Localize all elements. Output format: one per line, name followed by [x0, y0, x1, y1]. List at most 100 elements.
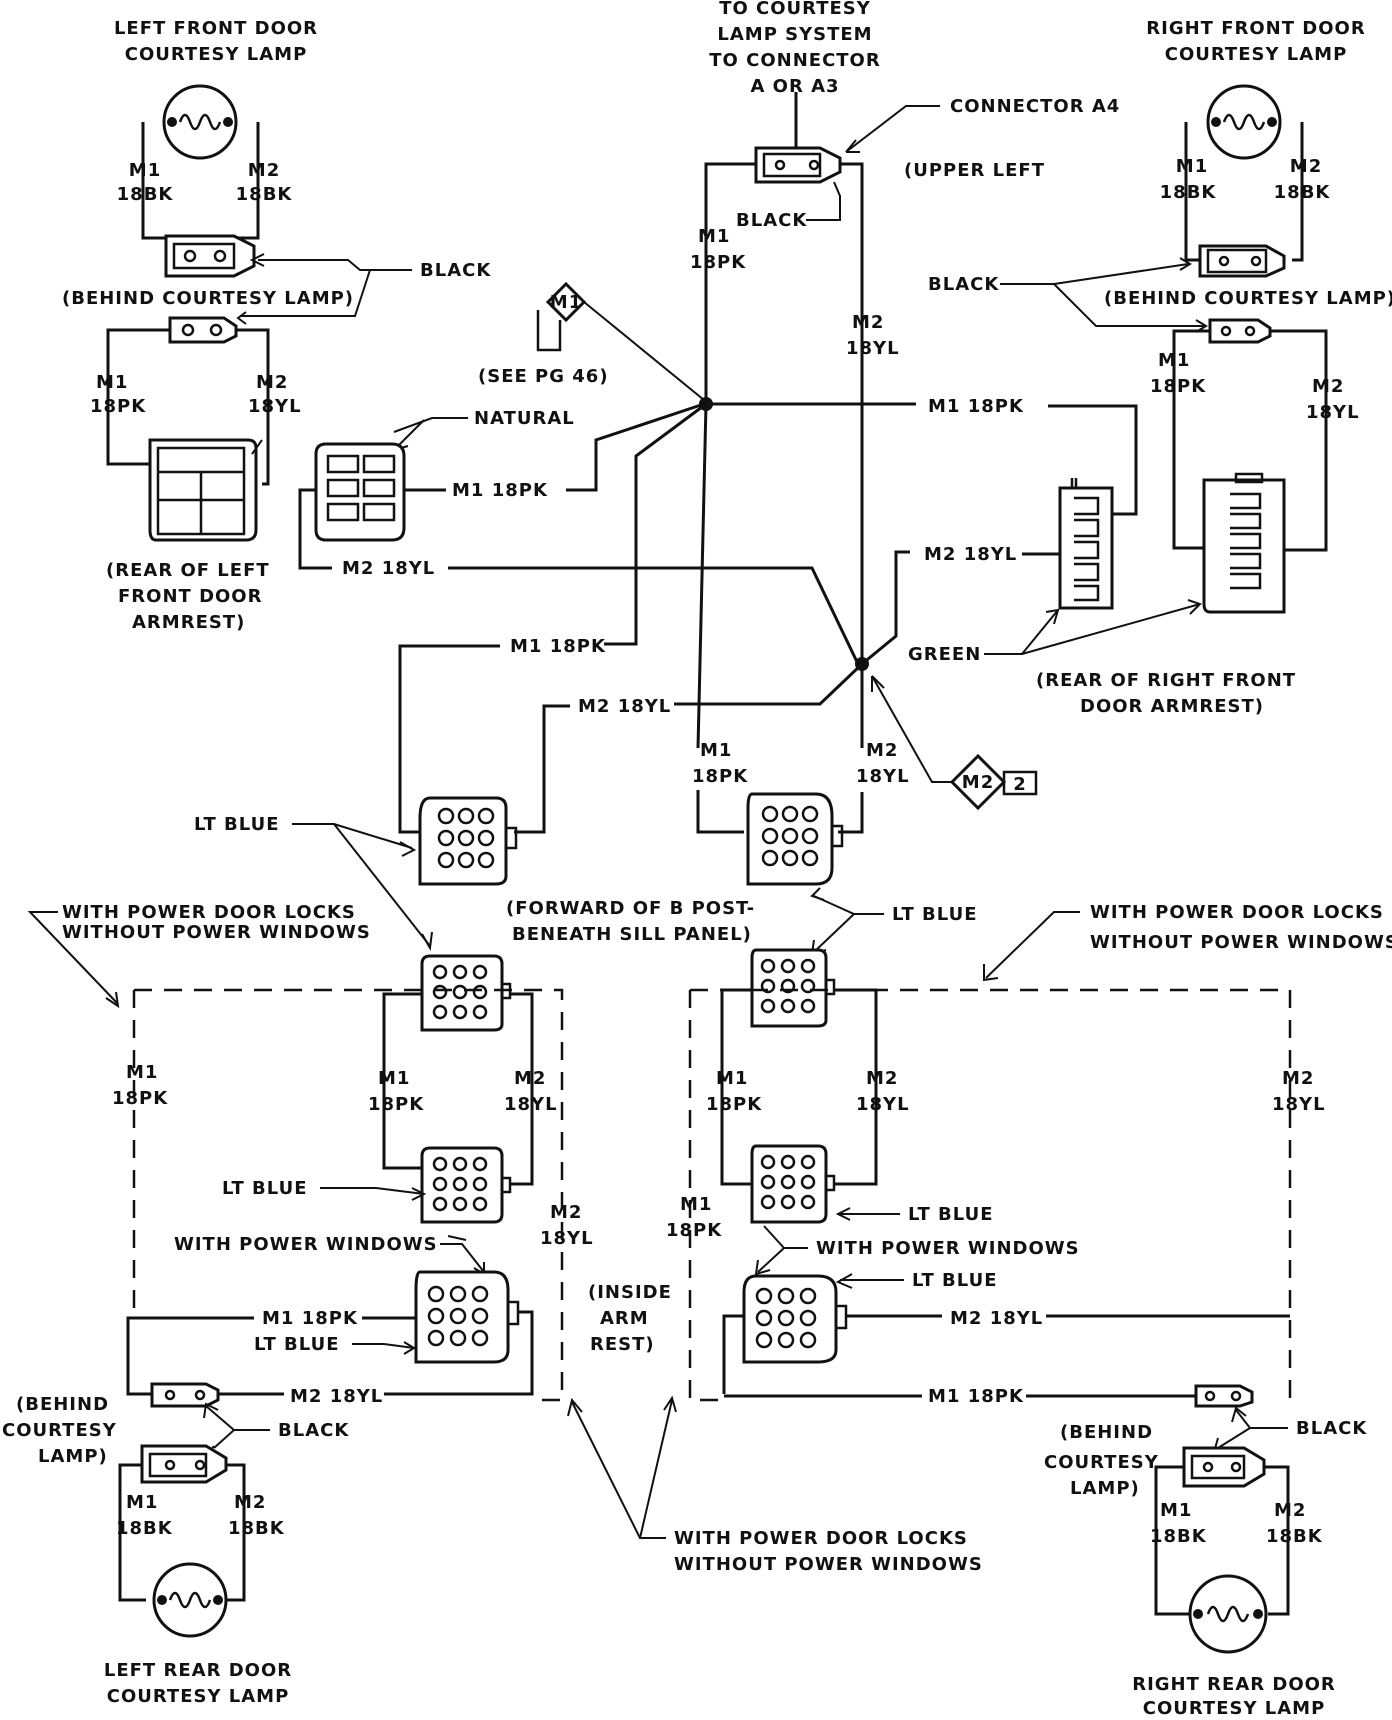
- wire-label: M1: [378, 1068, 410, 1089]
- wire-label: M1: [126, 1492, 158, 1513]
- wire-label: M1: [96, 372, 128, 393]
- wire-label: 18YL: [1306, 402, 1360, 423]
- lt-blue-label: LT BLUE: [892, 904, 978, 925]
- behind-lamp-left: (BEHIND COURTESY LAMP): [62, 288, 354, 309]
- wire-label: M2 18YL: [578, 696, 671, 717]
- wire-label: M2 18YL: [950, 1308, 1043, 1329]
- lamp-right-front: [1206, 84, 1282, 160]
- wire-label: 18YL: [856, 766, 910, 787]
- m2-badge-num: 2: [1013, 774, 1027, 795]
- black-label: BLACK: [278, 1420, 349, 1441]
- upper-left-label: (UPPER LEFT: [904, 160, 1045, 181]
- wire-label: 18PK: [368, 1094, 424, 1115]
- wire-label: M2: [514, 1068, 546, 1089]
- connector-rf-lamp: [1198, 244, 1286, 278]
- m1-badge-text: M1: [550, 292, 582, 313]
- connector-left-door-2: [420, 1146, 512, 1224]
- black-label: BLACK: [736, 210, 807, 231]
- fwd-b-1: (FORWARD OF B POST-: [506, 898, 755, 919]
- wire-label: M2: [234, 1492, 266, 1513]
- connector-lr-lamp: [140, 1444, 228, 1484]
- lamp-lf-title-1: LEFT FRONT DOOR: [114, 18, 318, 39]
- pdl-left-1: WITH POWER DOOR LOCKS: [62, 902, 356, 923]
- lamp-lr-title-2: COURTESY LAMP: [107, 1686, 290, 1707]
- pdl-bottom-2: WITHOUT POWER WINDOWS: [674, 1554, 983, 1575]
- black-label: BLACK: [420, 260, 491, 281]
- rear-right-1: (REAR OF RIGHT FRONT: [1036, 670, 1296, 691]
- rear-left-3: ARMREST): [132, 612, 245, 633]
- lamp-right-rear: [1188, 1574, 1268, 1654]
- connector-rr-1: [1194, 1384, 1254, 1408]
- to-courtesy-4: A OR A3: [750, 76, 839, 97]
- pdl-left-2: WITHOUT POWER WINDOWS: [62, 922, 371, 943]
- connector-right-armrest-1: [1058, 478, 1114, 610]
- lamp-left-front: [162, 84, 238, 160]
- wire-label: 18BK: [116, 1518, 173, 1539]
- wire-label: M2: [866, 1068, 898, 1089]
- behind-left-2: COURTESY: [2, 1420, 117, 1441]
- connector-natural: [314, 442, 406, 542]
- connector-left-door-1: [420, 954, 512, 1032]
- wire-label: M1 18PK: [262, 1308, 358, 1329]
- wire-label: 18PK: [90, 396, 146, 417]
- m2-badge: [949, 753, 1038, 811]
- wire-label: 18PK: [692, 766, 748, 787]
- wire-label: 18PK: [690, 252, 746, 273]
- pdl-right-1: WITH POWER DOOR LOCKS: [1090, 902, 1384, 923]
- lt-blue-label: LT BLUE: [194, 814, 280, 835]
- wire-label: M2 18YL: [924, 544, 1017, 565]
- wire-label: 18YL: [504, 1094, 558, 1115]
- lamp-left-rear: [152, 1562, 228, 1638]
- wire-label: M1: [126, 1062, 158, 1083]
- black-label: BLACK: [1296, 1418, 1367, 1439]
- wire-label: M2 18YL: [290, 1386, 383, 1407]
- to-courtesy-1: TO COURTESY: [719, 0, 871, 19]
- wire-label: M2: [550, 1202, 582, 1223]
- connector-b-post-left: [418, 796, 518, 886]
- behind-right-1: (BEHIND: [1060, 1422, 1153, 1443]
- wire-label: M2 18YL: [342, 558, 435, 579]
- connector-rr-lamp: [1182, 1446, 1266, 1488]
- connector-a4: [754, 146, 842, 184]
- wire-label: M2: [248, 160, 280, 181]
- green-label: GREEN: [908, 644, 981, 665]
- wire-label: 18PK: [706, 1094, 762, 1115]
- connector-left-armrest: [148, 438, 258, 542]
- behind-left-1: (BEHIND: [16, 1394, 109, 1415]
- wire-label: M1 18PK: [510, 636, 606, 657]
- wire-label: M1: [1176, 156, 1208, 177]
- wire-label: 18BK: [1150, 1526, 1207, 1547]
- wire-label: 18BK: [1274, 182, 1331, 203]
- wire-label: M2: [1290, 156, 1322, 177]
- natural-label: NATURAL: [474, 408, 575, 429]
- wire-label: 18YL: [1272, 1094, 1326, 1115]
- lt-blue-label: LT BLUE: [908, 1204, 994, 1225]
- with-pw-right: WITH POWER WINDOWS: [816, 1238, 1080, 1259]
- connector-right-armrest-2: [1202, 472, 1286, 614]
- wire-label: 18YL: [856, 1094, 910, 1115]
- wire-label: 18BK: [1266, 1526, 1323, 1547]
- wire-label: 18PK: [1150, 376, 1206, 397]
- rear-left-1: (REAR OF LEFT: [106, 560, 270, 581]
- black-label: BLACK: [928, 274, 999, 295]
- wire-label: 18PK: [112, 1088, 168, 1109]
- wire-label: M2: [866, 740, 898, 761]
- fwd-b-2: BENEATH SILL PANEL): [512, 924, 752, 945]
- wire-label: M1 18PK: [452, 480, 548, 501]
- to-courtesy-3: TO CONNECTOR: [709, 50, 880, 71]
- connector-left-pw: [414, 1270, 520, 1364]
- lamp-rr-title-1: RIGHT REAR DOOR: [1132, 1674, 1336, 1695]
- wire-label: M2: [852, 312, 884, 333]
- wire-label: M1: [1158, 350, 1190, 371]
- lamp-lr-title-1: LEFT REAR DOOR: [104, 1660, 292, 1681]
- pdl-bottom-1: WITH POWER DOOR LOCKS: [674, 1528, 968, 1549]
- wire-label: M1 18PK: [928, 1386, 1024, 1407]
- connector-right-pw: [742, 1274, 848, 1364]
- behind-left-3: LAMP): [38, 1446, 108, 1467]
- wire-label: M1: [129, 160, 161, 181]
- wire-label: 18YL: [248, 396, 302, 417]
- wire-label: 18PK: [666, 1220, 722, 1241]
- wire-label: 18BK: [228, 1518, 285, 1539]
- see-pg-label: (SEE PG 46): [478, 366, 609, 387]
- rear-right-2: DOOR ARMREST): [1080, 696, 1264, 717]
